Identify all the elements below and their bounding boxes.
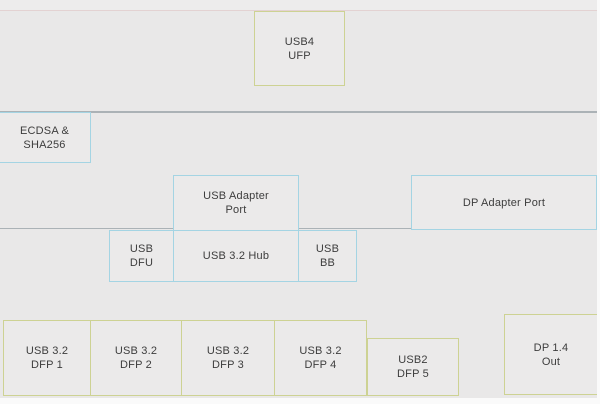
node-usb-adapter-port-label: USB Adapter Port [203,190,269,216]
node-usb32-dfp4-label: USB 3.2 DFP 4 [299,345,342,371]
node-ecdsa-sha256-label: ECDSA & SHA256 [19,124,70,151]
top-strip [0,0,600,11]
node-usb-dfu-label: USB DFU [129,243,154,269]
node-usb4-ufp: USB4 UFP [254,11,345,86]
adapter-layer-band [0,111,600,229]
node-usb32-dfp3-label: USB 3.2 DFP 3 [206,345,250,371]
node-usb32-hub-label: USB 3.2 Hub [202,250,270,262]
node-usb32-dfp1: USB 3.2 DFP 1 [3,320,91,396]
node-dp-adapter-port-label: DP Adapter Port [462,196,546,209]
node-dp-adapter-port: DP Adapter Port [411,175,597,230]
node-usb2-dfp5-label: USB2 DFP 5 [397,354,429,380]
node-usb32-hub: USB 3.2 Hub [173,230,299,282]
page-bottom-margin [0,398,600,404]
node-ecdsa-sha256: ECDSA & SHA256 [0,112,91,163]
node-usb-bb: USB BB [298,230,357,282]
node-usb4-ufp-label: USB4 UFP [284,35,315,62]
node-usb2-dfp5: USB2 DFP 5 [367,338,459,396]
node-usb32-dfp3: USB 3.2 DFP 3 [181,320,275,396]
node-usb-adapter-port: USB Adapter Port [173,175,299,231]
node-usb32-dfp2: USB 3.2 DFP 2 [90,320,182,396]
node-usb-bb-label: USB BB [315,243,340,269]
node-usb-dfu: USB DFU [109,230,174,282]
node-dp14-out: DP 1.4 Out [504,314,598,395]
node-dp14-out-label: DP 1.4 Out [533,341,569,368]
node-usb32-dfp1-label: USB 3.2 DFP 1 [25,345,69,371]
node-usb32-dfp4: USB 3.2 DFP 4 [274,320,367,396]
page-right-margin [597,0,600,404]
node-usb32-dfp2-label: USB 3.2 DFP 2 [114,345,158,371]
